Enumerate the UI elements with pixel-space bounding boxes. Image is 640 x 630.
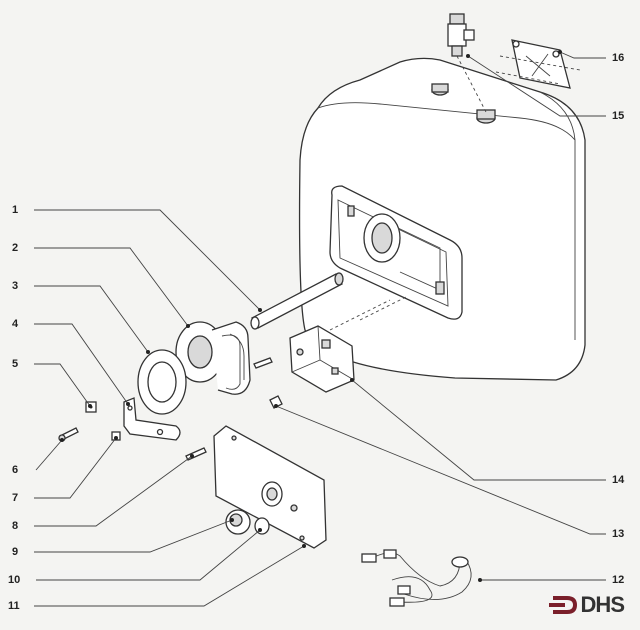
wiring-harness xyxy=(361,549,472,607)
callout-14: 14 xyxy=(612,474,625,486)
logo-text: DHS xyxy=(580,592,625,617)
callout-9: 9 xyxy=(12,546,19,558)
callout-13: 13 xyxy=(612,528,625,540)
heating-element xyxy=(175,321,251,395)
callout-5: 5 xyxy=(12,358,19,370)
callout-6: 6 xyxy=(12,464,19,476)
callout-4: 4 xyxy=(12,318,19,330)
callout-2: 2 xyxy=(12,242,19,254)
callout-15: 15 xyxy=(612,110,625,122)
brand-logo: DHS xyxy=(548,592,625,618)
callout-12: 12 xyxy=(612,574,625,586)
callout-8: 8 xyxy=(12,520,19,532)
callout-1: 1 xyxy=(12,204,19,216)
anode-rod xyxy=(250,272,344,330)
indicator-lamp xyxy=(254,517,270,535)
safety-valve xyxy=(447,13,487,113)
flange-gasket xyxy=(137,349,187,415)
callout-3: 3 xyxy=(12,280,19,292)
thermostat-clip xyxy=(269,395,283,409)
callout-16: 16 xyxy=(612,52,625,64)
front-cover xyxy=(213,425,327,549)
thermostat xyxy=(253,295,409,393)
clamp-bracket xyxy=(123,397,181,441)
leader-lines xyxy=(34,50,606,607)
wall-bracket xyxy=(495,39,581,89)
callout-7: 7 xyxy=(12,492,19,504)
logo-mark-icon xyxy=(548,596,577,614)
water-heater-tank xyxy=(298,57,586,381)
callout-11: 11 xyxy=(8,600,20,612)
callout-10: 10 xyxy=(8,574,21,586)
thermostat-knob xyxy=(225,509,251,535)
